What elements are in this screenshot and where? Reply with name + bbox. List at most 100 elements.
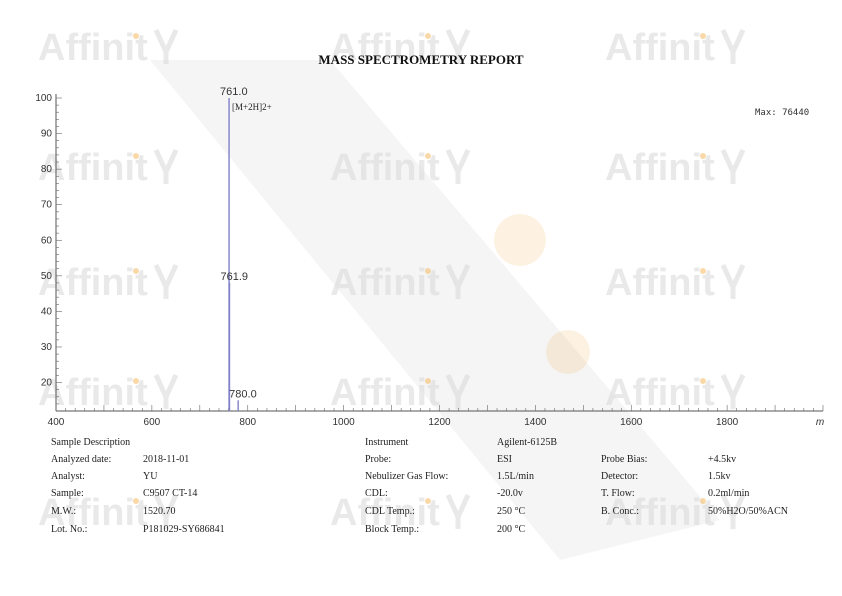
sample-label-sample: Sample: [51, 488, 84, 499]
watermark-y-icon [445, 373, 471, 409]
instrument-value-block-temp: 200 °C [497, 524, 526, 535]
watermark-accent-dot [700, 33, 706, 39]
watermark-y-icon [445, 28, 471, 64]
watermark-accent-dot [700, 378, 706, 384]
peak-label: 780.0 [229, 388, 257, 400]
sample-header: Sample Description [51, 437, 131, 448]
watermark-y-icon [153, 373, 179, 409]
watermark-logo: Affinit [38, 492, 179, 534]
watermark-y-icon [720, 373, 746, 409]
watermark-text: Affinit [330, 262, 440, 304]
y-tick-label: 90 [41, 129, 53, 140]
watermark-accent-dot [425, 33, 431, 39]
watermark-logo: Affinit [605, 147, 746, 189]
instrument-value-nebulizer: 1.5L/min [497, 471, 534, 482]
watermark-y-icon [445, 263, 471, 299]
instrument-label-cdl: CDL: [365, 488, 388, 499]
watermark-y-icon [153, 493, 179, 529]
watermark-logo: Affinit [605, 262, 746, 304]
x-tick-label: 800 [239, 417, 256, 428]
x-tick-label: 1800 [716, 417, 739, 428]
watermark-text: Affinit [330, 27, 440, 69]
watermark-y-icon [445, 493, 471, 529]
y-tick-label: 40 [41, 306, 53, 317]
watermark-accent-dot [425, 378, 431, 384]
watermark-text: Affinit [330, 372, 440, 414]
y-tick-label: 70 [41, 200, 53, 211]
watermark-logo: Affinit [330, 147, 471, 189]
watermark-text: Affinit [38, 492, 148, 534]
sample-value-lot: P181029-SY686841 [143, 524, 225, 535]
watermark-text: Affinit [605, 492, 715, 534]
watermark-logo: Affinit [605, 492, 746, 534]
watermark-logo: Affinit [330, 492, 471, 534]
x-tick-label: 400 [48, 417, 65, 428]
watermark-accent-dot [700, 498, 706, 504]
x-tick-label: 1600 [620, 417, 643, 428]
chart-labels: 400 600 800 1000 1200 1400 1600 1800 20 30 40 50 60 7… [35, 86, 824, 428]
instrument-header: Instrument [365, 437, 409, 448]
y-tick-label: 100 [35, 93, 52, 104]
watermark-accent-dot [133, 268, 139, 274]
x-tick-label: 1000 [333, 417, 356, 428]
y-tick-label: 30 [41, 342, 53, 353]
watermark-text: Affinit [605, 372, 715, 414]
x-tick-label: 1200 [428, 417, 451, 428]
x-tick-label: 1400 [524, 417, 547, 428]
sample-label-date: Analyzed date: [51, 454, 112, 465]
cond-label-detector: Detector: [601, 471, 639, 482]
watermark-logo: Affinit [330, 27, 471, 69]
y-tick-label: 20 [41, 378, 53, 389]
watermark-text: Affinit [605, 27, 715, 69]
cond-value-probe-bias: +4.5kv [708, 454, 737, 465]
instrument-label-block-temp: Block Temp.: [365, 524, 420, 535]
watermark-y-icon [720, 263, 746, 299]
watermark-y-icon [720, 28, 746, 64]
sample-value-mw: 1520.70 [143, 506, 176, 517]
watermark-logo: Affinit [330, 262, 471, 304]
chart-ticks [55, 97, 824, 411]
cond-label-tflow: T. Flow: [601, 488, 635, 499]
watermark-band [150, 60, 720, 560]
cond-value-detector: 1.5kv [708, 471, 731, 482]
watermark-y-icon [153, 28, 179, 64]
sample-value-analyst: YU [143, 471, 158, 482]
sample-value-sample: C9507 CT-14 [143, 488, 198, 499]
chart-axes [55, 94, 823, 412]
watermark-y-icon [153, 263, 179, 299]
instrument-label-cdl-temp: CDL Temp.: [365, 506, 415, 517]
watermark-accent-dot [425, 498, 431, 504]
instrument-value-probe: ESI [497, 454, 512, 465]
watermark-accent-dot [133, 153, 139, 159]
peak-label: 761.9 [220, 271, 248, 283]
sample-label-mw: M.W.: [51, 506, 77, 517]
watermark-accent-dot [700, 268, 706, 274]
peak-annotation: [M+2H]2+ [232, 102, 272, 112]
watermark-text: Affinit [330, 492, 440, 534]
sample-label-lot: Lot. No.: [51, 524, 88, 535]
watermark-logo: Affinit [38, 27, 179, 69]
y-tick-label: 50 [41, 271, 53, 282]
watermark-y-icon [720, 148, 746, 184]
instrument-label-probe: Probe: [365, 454, 392, 465]
watermark-text: Affinit [605, 147, 715, 189]
watermark-logo: Affinit [330, 372, 471, 414]
max-intensity-label: Max: 76440 [755, 108, 809, 118]
cond-label-bconc: B. Conc.: [601, 506, 640, 517]
instrument-value-cdl-temp: 250 °C [497, 506, 526, 517]
x-tick-label: 600 [144, 417, 161, 428]
report-title: MASS SPECTROMETRY REPORT [318, 52, 524, 67]
watermark-y-icon [720, 493, 746, 529]
instrument-model: Agilent-6125B [497, 437, 557, 448]
watermark-accent-dot [133, 498, 139, 504]
watermark-logo: Affinit [605, 27, 746, 69]
sample-value-date: 2018-11-01 [143, 454, 190, 465]
x-unit-label: m [816, 417, 824, 428]
watermark-accent-dot [425, 153, 431, 159]
y-tick-label: 60 [41, 235, 53, 246]
watermark-text: Affinit [605, 262, 715, 304]
cond-value-bconc: 50%H2O/50%ACN [708, 506, 788, 517]
sample-label-analyst: Analyst: [51, 471, 85, 482]
watermark-text: Affinit [330, 147, 440, 189]
